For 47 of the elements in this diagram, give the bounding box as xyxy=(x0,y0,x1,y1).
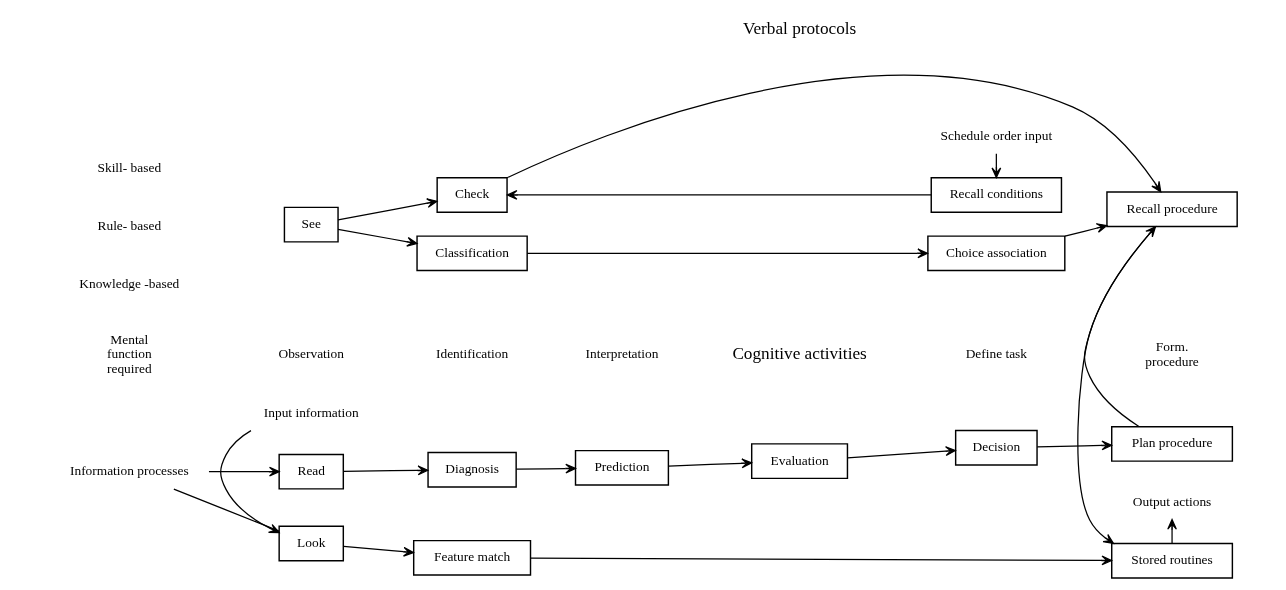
node-box: Prediction xyxy=(574,449,669,486)
label: Verbal protocols xyxy=(742,18,856,38)
node-box: Check xyxy=(435,177,508,213)
label: Identification xyxy=(435,346,508,362)
node-box: Read xyxy=(277,453,344,490)
arrow xyxy=(526,248,928,259)
node-box: Diagnosis xyxy=(426,451,517,488)
label: Mental function required xyxy=(106,332,152,376)
label: Skill- based xyxy=(97,159,161,175)
label: Cognitive activities xyxy=(731,344,867,364)
arrow xyxy=(515,463,576,474)
node-box: Classification xyxy=(415,235,528,272)
label: Define task xyxy=(965,346,1027,362)
node-box: Plan procedure xyxy=(1110,425,1233,462)
arrow xyxy=(336,228,418,247)
node-box: Feature match xyxy=(412,539,531,576)
node-box: Evaluation xyxy=(750,443,848,480)
arrow xyxy=(1063,223,1107,237)
arrow xyxy=(342,465,428,476)
arrow xyxy=(207,466,280,477)
label: Rule- based xyxy=(97,218,161,234)
node-box: Stored routines xyxy=(1110,542,1233,579)
node-box: See xyxy=(283,206,339,243)
connector xyxy=(172,488,280,532)
label: Knowledge -based xyxy=(78,276,179,292)
arrow xyxy=(529,555,1112,566)
node-box: Recall procedure xyxy=(1105,191,1238,228)
arrow xyxy=(1166,519,1177,544)
node-text: Schedule order input xyxy=(940,128,1052,144)
label: Interpretation xyxy=(585,346,658,362)
node-box: Look xyxy=(277,525,344,562)
arrow xyxy=(506,190,932,200)
label: Form. procedure xyxy=(1144,339,1199,369)
node-text: Output actions xyxy=(1132,493,1211,509)
arrow xyxy=(1036,440,1112,451)
node-box: Choice association xyxy=(926,235,1066,272)
arrow xyxy=(219,430,280,534)
arrow xyxy=(846,446,956,459)
node-text: Input information xyxy=(263,404,359,420)
node-box: Recall conditions xyxy=(930,177,1062,213)
node-box: Decision xyxy=(954,429,1038,466)
arrow xyxy=(667,458,752,469)
arrow xyxy=(506,74,1161,193)
label: Observation xyxy=(278,346,344,362)
node-text: Information processes xyxy=(69,463,189,479)
arrow xyxy=(342,545,414,557)
arrow xyxy=(336,198,438,221)
